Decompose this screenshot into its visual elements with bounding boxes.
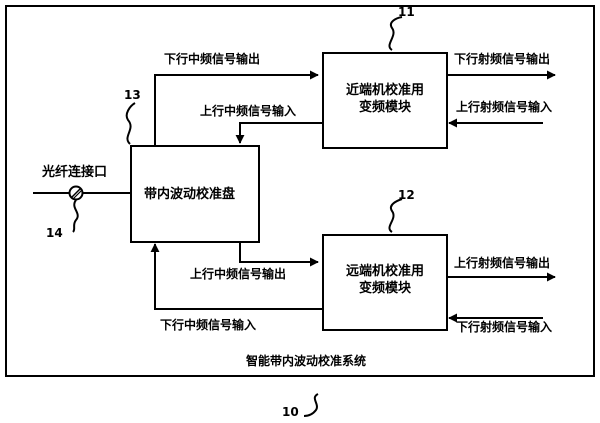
leader-10 (303, 393, 319, 417)
near-end-label-line1: 近端机校准用 (346, 83, 425, 98)
near-end-label-line2: 变频模块 (359, 100, 412, 115)
ref-10: 10 (282, 405, 299, 419)
calibration-disc-block (130, 145, 260, 243)
arrow-ul-if-out (239, 240, 319, 267)
leader-13 (125, 102, 136, 145)
label-ul-if-in: 上行中频信号输入 (200, 104, 297, 118)
far-end-label-line2: 变频模块 (359, 281, 412, 296)
label-ul-rf-out: 上行射频信号输出 (454, 256, 551, 270)
label-ul-rf-in: 上行射频信号输入 (456, 100, 553, 114)
label-dl-rf-out: 下行射频信号输出 (454, 52, 551, 66)
far-end-block (322, 234, 448, 331)
arrow-dl-if-in (150, 243, 323, 310)
calibration-disc-label: 带内波动校准盘 (144, 187, 236, 202)
leader-12 (388, 198, 403, 233)
arrow-ul-if-in (235, 122, 323, 144)
near-end-block (322, 52, 448, 149)
ref-12: 12 (398, 188, 415, 202)
ref-14: 14 (46, 226, 63, 240)
leader-11 (388, 16, 403, 51)
ref-13: 13 (124, 88, 141, 102)
label-ul-if-out: 上行中频信号输出 (190, 267, 287, 281)
label-dl-if-in: 下行中频信号输入 (160, 318, 257, 332)
ref-11: 11 (398, 5, 415, 19)
label-dl-if-out: 下行中频信号输出 (164, 52, 261, 66)
far-end-label-line1: 远端机校准用 (346, 264, 425, 279)
fiber-port-label: 光纤连接口 (42, 165, 108, 180)
arrow-dl-if-out (154, 70, 319, 145)
label-dl-rf-in: 下行射频信号输入 (456, 320, 553, 334)
leader-14 (72, 199, 79, 233)
fiber-port-icon (68, 185, 84, 201)
system-frame (5, 5, 595, 377)
system-caption: 智能带内波动校准系统 (246, 354, 367, 368)
